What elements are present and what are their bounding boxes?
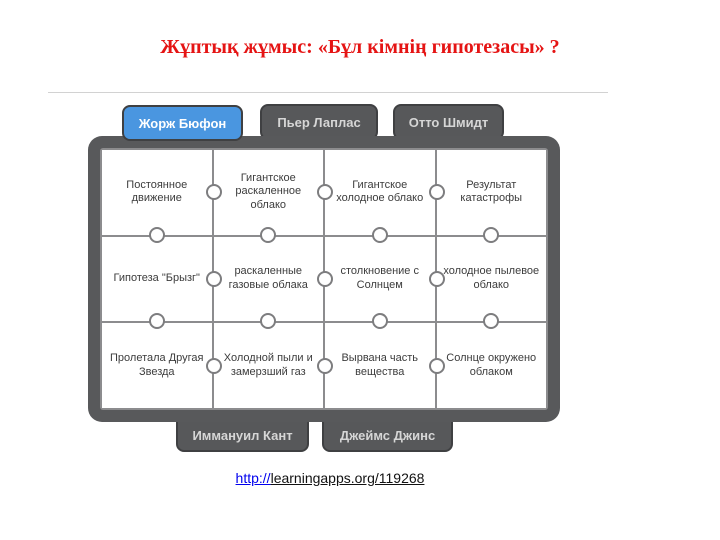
puzzle-piece[interactable]: Гигантское раскаленное облако bbox=[213, 150, 333, 235]
piece-label: Холодной пыли и замерзший газ bbox=[223, 351, 313, 378]
puzzle-piece[interactable]: Постоянное движение bbox=[102, 150, 222, 235]
puzzle-piece[interactable]: Гигантское холодное облако bbox=[325, 150, 445, 235]
puzzle-piece[interactable]: Результат катастрофы bbox=[436, 150, 546, 235]
learningapps-link[interactable]: http://learningapps.org/119268 bbox=[0, 470, 660, 486]
puzzle-piece[interactable]: Холодной пыли и замерзший газ bbox=[213, 313, 333, 408]
piece-label: Вырвана часть вещества bbox=[341, 351, 419, 378]
puzzle-piece[interactable]: Солнце окружено облаком bbox=[436, 313, 546, 408]
puzzle-grid: Постоянное движение Гигантское раскаленн… bbox=[100, 148, 548, 410]
tab-otto-shmidt[interactable]: Отто Шмидт bbox=[393, 104, 504, 140]
puzzle-piece[interactable]: Пролетала Другая Звезда bbox=[102, 313, 222, 408]
piece-label: Гигантское раскаленное облако bbox=[235, 171, 302, 212]
tab-zhorzh-byufon[interactable]: Жорж Бюфон bbox=[122, 105, 243, 141]
piece-label: Гипотеза "Брызг" bbox=[113, 272, 200, 285]
page-title: Жұптық жұмыс: «Бұл кімнің гипотезасы» ? bbox=[160, 36, 560, 58]
tab-per-laplas[interactable]: Пьер Лаплас bbox=[260, 104, 378, 140]
puzzle-piece[interactable]: Вырвана часть вещества bbox=[325, 313, 445, 408]
title-separator-line bbox=[48, 92, 608, 93]
piece-label: Результат катастрофы bbox=[460, 178, 523, 205]
piece-label: Гигантское холодное облако bbox=[336, 178, 424, 205]
puzzle-piece[interactable]: столкновение с Солнцем bbox=[325, 226, 445, 322]
puzzle-piece[interactable]: раскаленные газовые облака bbox=[213, 226, 333, 322]
piece-label: столкновение с Солнцем bbox=[340, 265, 419, 291]
puzzle-piece[interactable]: Гипотеза "Брызг" bbox=[102, 226, 222, 322]
piece-label: Солнце окружено облаком bbox=[446, 351, 537, 378]
piece-label: раскаленные газовые облака bbox=[228, 265, 308, 291]
piece-label: холодное пылевое облако bbox=[443, 265, 540, 291]
puzzle-board: Постоянное движение Гигантское раскаленн… bbox=[88, 136, 560, 422]
link-protocol: http:// bbox=[235, 470, 271, 486]
piece-label: Пролетала Другая Звезда bbox=[110, 351, 204, 378]
puzzle-piece[interactable]: холодное пылевое облако bbox=[436, 226, 546, 322]
link-address: learningapps.org/119268 bbox=[270, 470, 425, 486]
piece-label: Постоянное движение bbox=[126, 178, 188, 205]
